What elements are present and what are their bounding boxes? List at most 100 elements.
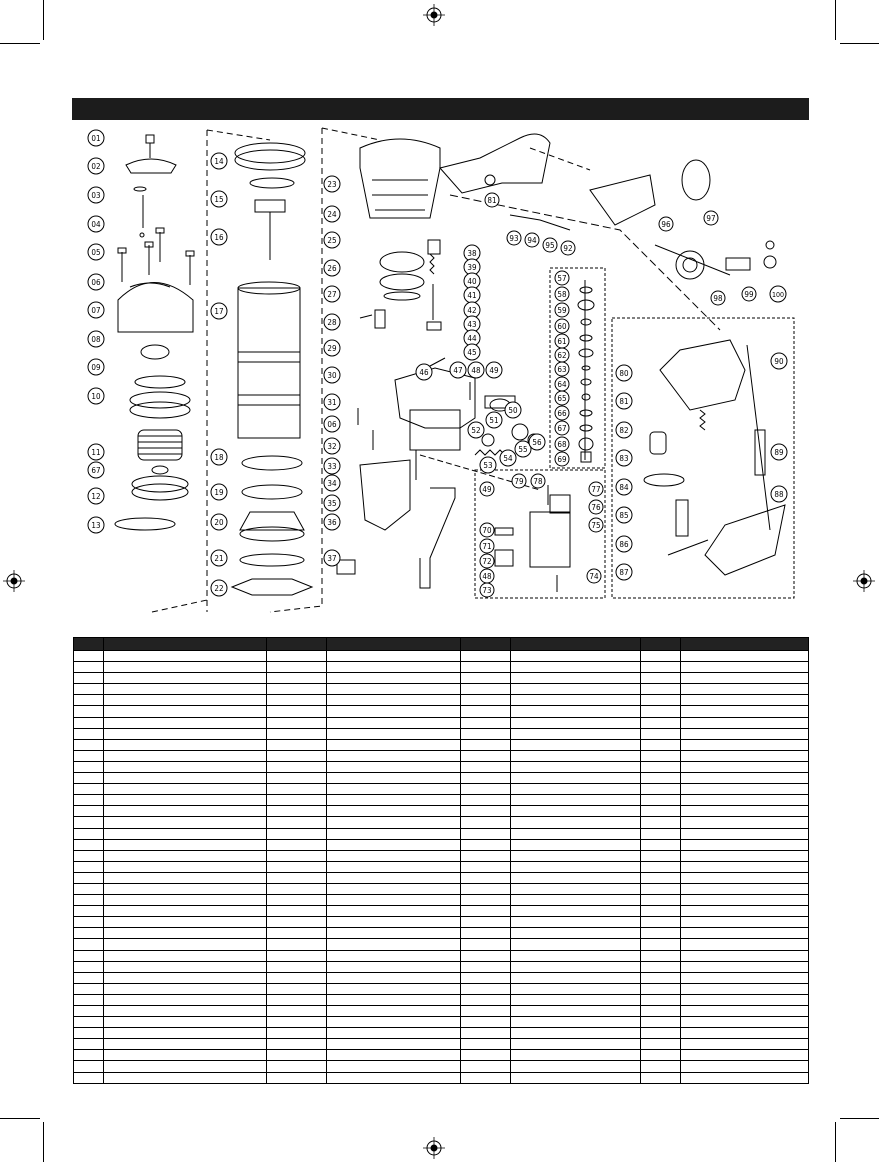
table-cell [680,1027,809,1040]
table-cell [326,1004,461,1018]
svg-text:35: 35 [327,499,336,508]
table-cell [73,1049,104,1062]
svg-text:51: 51 [489,416,498,425]
section-header-bar [72,98,809,120]
table-cell [460,772,511,785]
table-cell [266,894,327,907]
callout-18: 18 [210,448,228,466]
table-cell [73,794,104,807]
table-row [73,760,809,774]
table-cell [326,1049,461,1062]
table-cell [510,849,641,862]
table-cell [680,882,809,896]
table-cell [680,1016,809,1029]
table-cell [510,827,641,840]
table-cell [326,1038,461,1051]
table-cell [266,905,327,918]
svg-text:89: 89 [774,448,784,457]
svg-text:25: 25 [327,236,336,245]
table-cell [326,1060,461,1073]
callout-63: 63 [554,361,570,377]
svg-text:80: 80 [619,369,629,378]
exploded-parts-diagram: 01 02 03 04 05 06 07 08 09 10 11 67 12 1… [87,127,795,613]
table-cell [266,1016,327,1029]
table-cell [640,783,681,796]
table-cell [326,794,461,807]
callout-01: 01 [87,129,105,147]
callout-29: 29 [323,339,341,357]
svg-text:66: 66 [557,409,567,418]
table-cell [326,1016,461,1029]
table-cell [680,738,809,751]
callout-77: 77 [588,481,604,497]
svg-text:04: 04 [91,220,101,229]
table-cell [326,905,461,918]
table-row [73,749,809,762]
svg-text:67: 67 [557,424,566,433]
table-cell [73,683,104,696]
table-cell [73,783,104,796]
callout-54: 54 [499,449,517,467]
table-cell [460,838,511,851]
svg-text:78: 78 [533,477,543,486]
crop-mark [0,43,40,44]
table-cell [460,794,511,807]
svg-text:58: 58 [557,290,567,299]
table-cell [510,916,641,929]
table-cell [510,716,641,729]
table-cell [510,661,641,674]
svg-text:82: 82 [619,426,628,435]
table-cell [73,938,104,951]
table-cell [103,971,267,984]
svg-text:86: 86 [619,540,629,549]
table-cell [266,649,327,663]
table-cell [680,672,809,685]
table-cell [510,882,641,896]
table-row [73,772,809,785]
table-cell [460,661,511,674]
table-cell [266,1027,327,1040]
svg-text:62: 62 [557,351,566,360]
table-cell [640,993,681,1007]
table-cell [460,805,511,818]
table-cell [460,949,511,962]
svg-text:87: 87 [619,568,628,577]
table-cell [103,649,267,663]
table-cell [266,1060,327,1073]
callout-10: 10 [87,387,105,405]
callout-61: 61 [554,333,570,349]
svg-text:28: 28 [327,318,337,327]
table-cell [510,1027,641,1040]
callout-68: 68 [554,436,570,452]
table-cell [460,1004,511,1018]
callout-67b: 67 [554,420,570,436]
table-cell [460,882,511,896]
callout-64: 64 [554,376,570,392]
table-cell [103,783,267,796]
table-cell [73,1004,104,1018]
table-cell [680,649,809,663]
callout-65: 65 [554,390,570,406]
callout-76: 76 [588,499,604,515]
svg-text:68: 68 [557,440,567,449]
svg-text:88: 88 [774,490,784,499]
svg-text:26: 26 [327,264,337,273]
svg-text:71: 71 [482,542,491,551]
table-cell [73,971,104,984]
callout-98: 98 [710,290,726,306]
callout-46: 46 [415,363,433,381]
table-row [73,894,809,907]
table-row [73,649,809,663]
svg-text:13: 13 [91,521,100,530]
svg-text:44: 44 [467,334,477,343]
table-row [73,971,809,984]
table-cell [103,882,267,896]
table-cell [103,1071,267,1084]
callout-48b: 48 [479,568,495,584]
svg-text:63: 63 [557,365,566,374]
callout-14: 14 [210,152,228,170]
table-cell [266,672,327,685]
table-cell [103,905,267,918]
svg-text:40: 40 [467,277,477,286]
callout-26: 26 [323,259,341,277]
